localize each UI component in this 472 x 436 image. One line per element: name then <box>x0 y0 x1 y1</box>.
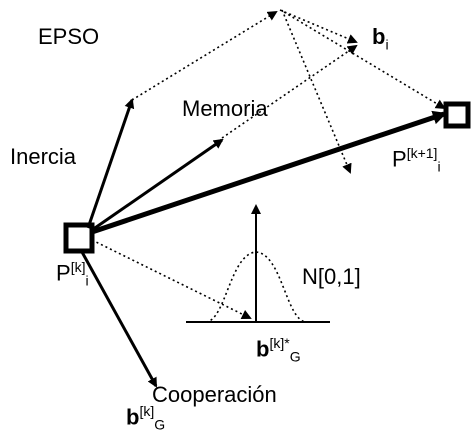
dotted-top-to-bi <box>279 9 358 44</box>
dotted-top-down <box>281 9 352 174</box>
dotted-memory-to-bi <box>221 44 358 139</box>
title-label: EPSO <box>38 24 100 49</box>
cooperacion-label: Cooperación <box>152 382 277 407</box>
dotted-top-to-next <box>283 11 446 110</box>
inertia-arrow <box>86 98 135 229</box>
bg-star-label: b[k]*G <box>256 335 301 365</box>
bi-label: bi <box>372 24 389 53</box>
inercia-label: Inercia <box>10 144 77 169</box>
resultant-arrow <box>91 110 447 235</box>
bg-label: b[k]G <box>126 403 166 433</box>
gaussian-curve <box>205 251 307 323</box>
p-next-label: P[k+1]i <box>392 145 441 175</box>
particle-next-square <box>443 101 471 129</box>
dotted-current-to-bgstar <box>91 239 252 319</box>
p-current-label: P[k]i <box>56 259 89 289</box>
memory-arrow <box>91 138 224 232</box>
dotted-inertia-to-top <box>131 10 278 101</box>
normal-label: N[0,1] <box>302 264 361 289</box>
cooperation-arrow <box>80 251 158 388</box>
particle-current-square <box>63 222 95 254</box>
memoria-label: Memoria <box>182 96 268 121</box>
